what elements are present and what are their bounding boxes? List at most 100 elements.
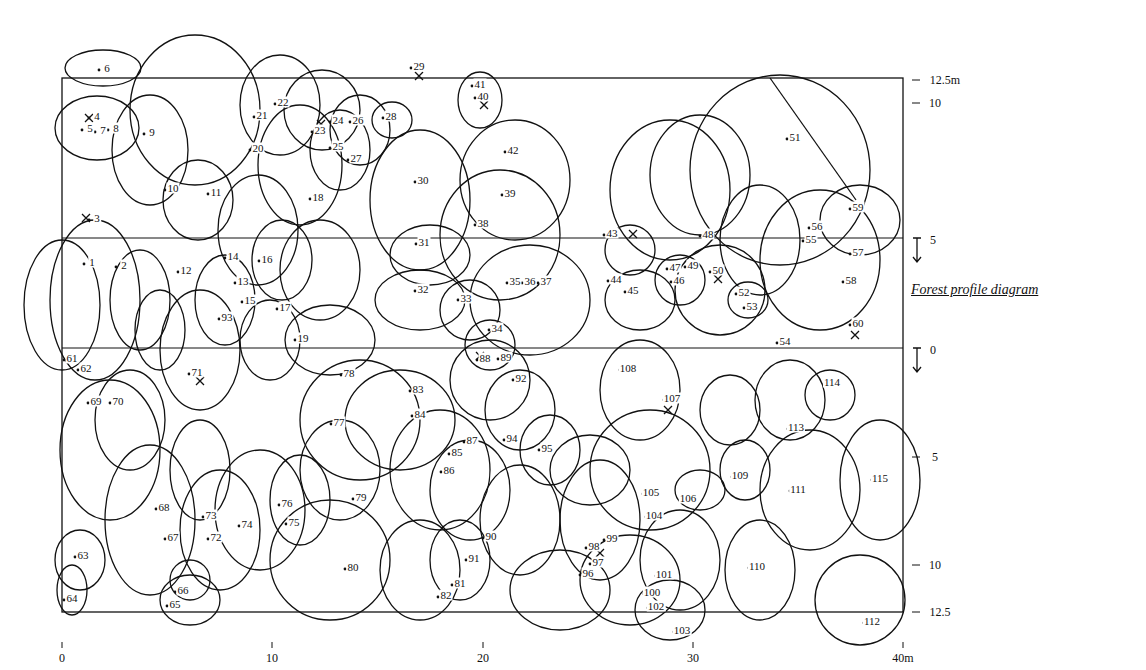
strip-line: [62, 348, 903, 349]
tree-number: 82: [440, 590, 453, 601]
tree-number: 109: [731, 470, 750, 481]
dead-tree-mark: [714, 275, 722, 283]
tree-number: 4: [93, 111, 101, 122]
crown-diameter: [770, 78, 856, 200]
axis-tick: [912, 80, 920, 81]
tree-number: 47: [669, 262, 682, 273]
tree-number: 91: [468, 553, 481, 564]
crown-outline: [440, 170, 560, 300]
tree-number: 35: [509, 276, 522, 287]
tree-number: 81: [454, 578, 467, 589]
tree-number: 65: [169, 599, 182, 610]
crown-outline: [380, 520, 460, 620]
tree-number: 64: [66, 593, 79, 604]
tree-number: 74: [241, 519, 254, 530]
crown-outline: [390, 225, 470, 285]
tree-number: 22: [277, 97, 290, 108]
tree-number: 98: [588, 541, 601, 552]
crown-outline: [755, 360, 825, 440]
crown-outline: [655, 255, 705, 305]
axis-label: 5: [931, 451, 939, 463]
tree-number: 15: [244, 295, 257, 306]
crown-outline: [345, 370, 455, 470]
tree-number: 3: [93, 213, 101, 224]
tree-number: 25: [332, 141, 345, 152]
tree-number: 86: [443, 465, 456, 476]
tree-number: 10: [167, 183, 180, 194]
tree-number: 11: [210, 187, 223, 198]
tree-number: 48: [702, 229, 715, 240]
crown-outline: [285, 305, 375, 375]
crown-outline: [700, 375, 760, 445]
dead-tree-mark: [82, 214, 90, 222]
tree-number: 28: [385, 111, 398, 122]
axis-label: 10: [265, 652, 279, 664]
tree-number: 12: [180, 265, 193, 276]
crown-outline: [465, 320, 515, 370]
tree-number: 104: [645, 510, 664, 521]
crown-outline: [840, 420, 920, 540]
dead-tree-mark: [480, 101, 488, 109]
crown-outline: [65, 50, 141, 86]
profile-marker: [913, 348, 921, 372]
crown-outline: [280, 220, 360, 320]
crown-outline: [510, 550, 610, 630]
plot-frame: [62, 78, 903, 612]
axis-label: 10: [928, 559, 942, 571]
tree-number: 39: [504, 188, 517, 199]
tree-number: 114: [823, 377, 841, 388]
crown-outline: [820, 185, 900, 255]
tree-number: 96: [582, 568, 595, 579]
tree-number: 36: [524, 276, 537, 287]
profile-marker: [913, 238, 921, 262]
tree-number: 2: [120, 260, 128, 271]
tree-number: 108: [619, 363, 638, 374]
tree-number: 5: [86, 123, 94, 134]
tree-number: 76: [281, 498, 294, 509]
diagram-title: Forest profile diagram: [910, 283, 1039, 297]
tree-number: 30: [417, 175, 430, 186]
crown-outline: [550, 435, 630, 505]
tree-number: 40: [477, 91, 490, 102]
crown-outline: [60, 380, 160, 520]
axis-tick: [912, 103, 920, 104]
crown-outline: [300, 360, 420, 480]
tree-number: 112: [863, 616, 881, 627]
tree-number: 103: [673, 625, 692, 636]
tree-number: 68: [158, 502, 171, 513]
tree-number: 71: [191, 367, 204, 378]
crown-outline: [24, 240, 100, 370]
crown-outline: [57, 565, 87, 615]
tree-number: 67: [167, 532, 180, 543]
axis-tick: [693, 642, 694, 648]
axis-tick: [912, 565, 920, 566]
tree-number: 79: [355, 492, 368, 503]
tree-number: 80: [347, 562, 360, 573]
axis-label: 10: [928, 97, 942, 109]
crown-outline: [815, 555, 905, 645]
crown-outline: [560, 460, 640, 580]
tree-number: 37: [540, 276, 553, 287]
tree-number: 20: [252, 143, 265, 154]
crown-outline: [675, 245, 765, 335]
tree-number: 72: [210, 532, 223, 543]
tree-number: 61: [66, 353, 79, 364]
tree-number: 1: [88, 257, 96, 268]
tree-number: 6: [103, 63, 111, 74]
tree-number: 97: [592, 557, 605, 568]
crown-outline: [375, 270, 465, 330]
tree-number: 53: [746, 301, 759, 312]
tree-number: 105: [642, 487, 661, 498]
tree-number: 55: [805, 234, 818, 245]
crown-outline: [390, 410, 490, 530]
crown-outline: [50, 220, 140, 380]
tree-number: 63: [77, 550, 90, 561]
tree-number: 57: [852, 247, 865, 258]
tree-number: 31: [418, 237, 431, 248]
axis-tick: [483, 642, 484, 648]
crown-outline: [760, 190, 880, 330]
crown-outline: [170, 560, 210, 600]
crown-outline: [300, 420, 380, 520]
crown-outline: [640, 510, 720, 610]
